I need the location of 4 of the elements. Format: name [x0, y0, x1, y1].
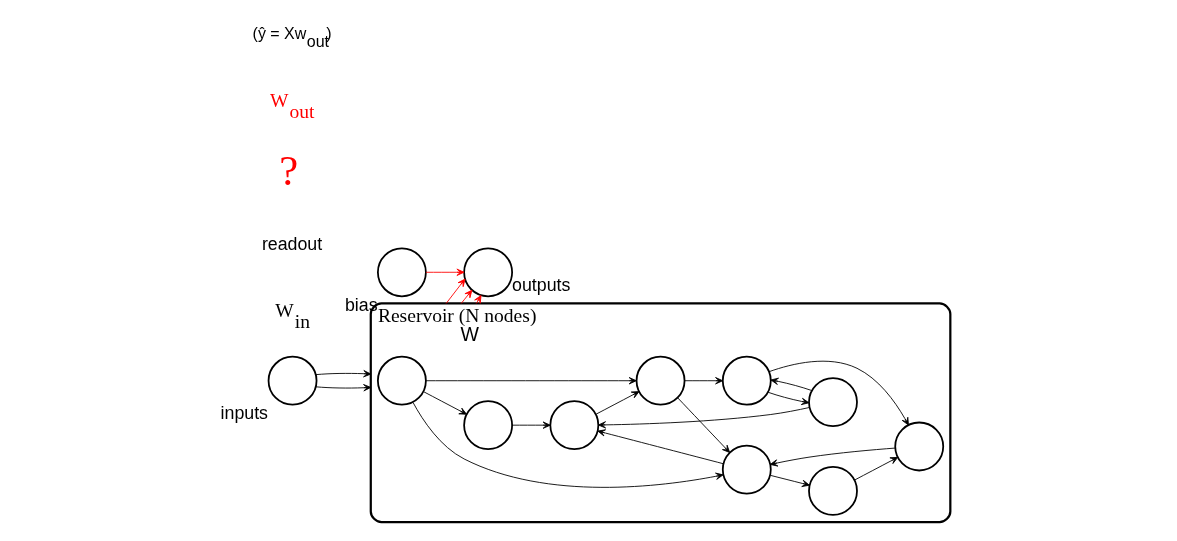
node-label: inputs	[220, 402, 268, 423]
node-label: outputs	[511, 274, 570, 295]
label: ?	[278, 147, 298, 195]
label: readout	[261, 234, 322, 255]
